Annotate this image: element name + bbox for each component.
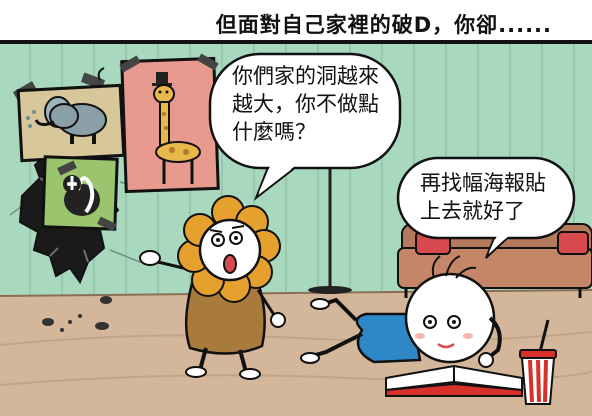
rubble <box>42 296 112 332</box>
lion-bubble-line-3: 什麼嗎？ <box>232 120 316 144</box>
kid-speech-bubble <box>396 156 576 259</box>
floor <box>0 289 592 416</box>
lion-bubble-line-1: 你們家的洞越來 <box>232 64 379 88</box>
caption-bar: 但面對自己家裡的破D，你卻...... <box>0 0 592 44</box>
drink-cup <box>519 319 557 405</box>
giraffe-poster <box>119 53 220 194</box>
lion-speech-bubble <box>208 52 402 201</box>
skunk-poster <box>41 155 119 232</box>
comic-scene <box>0 44 592 416</box>
kid-bubble-line-2: 上去就好了 <box>420 199 525 223</box>
lion-bubble-line-2: 越大，你不做點 <box>232 92 379 116</box>
caption-text: 但面對自己家裡的破D，你卻...... <box>215 13 552 37</box>
kid-bubble-line-1: 再找幅海報貼 <box>420 171 546 195</box>
kid-character <box>300 255 523 397</box>
lion-character <box>139 195 286 380</box>
elephant-poster <box>16 83 126 163</box>
